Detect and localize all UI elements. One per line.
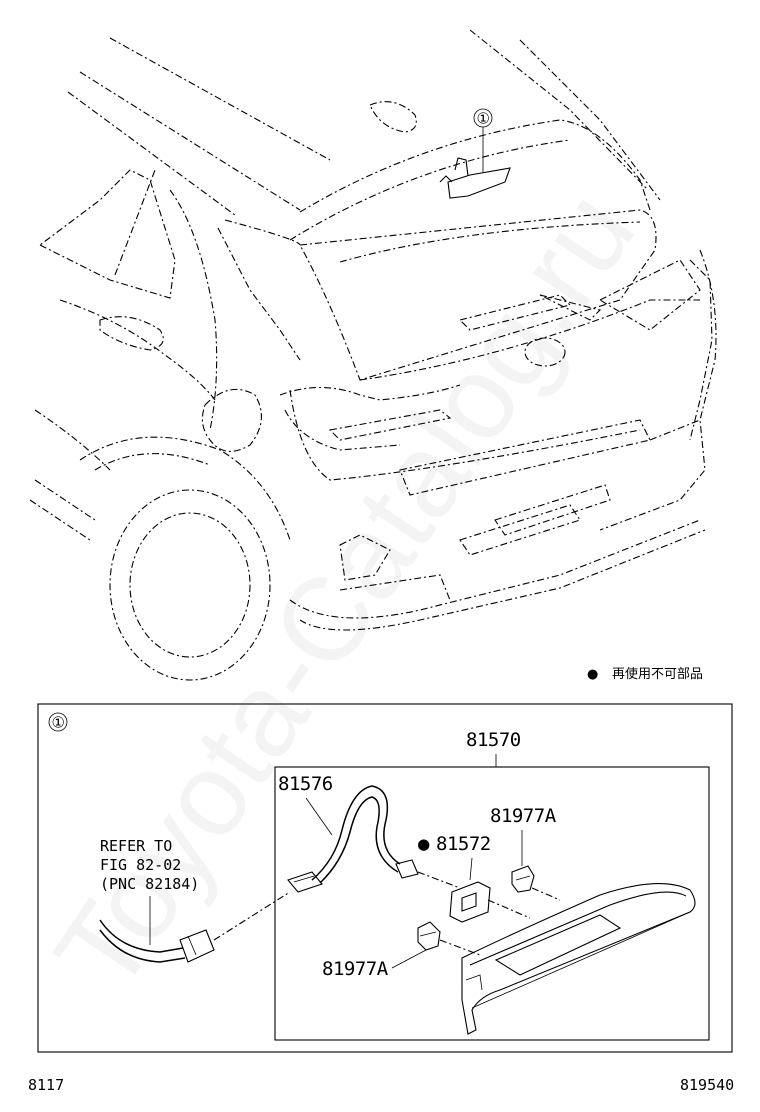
vehicle-callout: ① (473, 108, 493, 172)
refer-note-line-1: REFER TO (100, 837, 172, 855)
part-number-81977A-upper: 81977A (490, 805, 557, 827)
detail-panel: ① 81570 81576 REFER TO FIG 82-02 (PNC 82… (37, 703, 733, 1053)
part-number-81572: 81572 (436, 833, 491, 855)
stop-lamp (461, 883, 696, 1035)
legend-bullet: ● (587, 667, 598, 682)
gasket (449, 881, 491, 923)
vehicle-rear-illustration (29, 29, 717, 681)
legend-text: 再使用不可部品 (612, 666, 703, 682)
footer-right-code: 819540 (680, 1076, 734, 1094)
clip-lower (417, 921, 441, 951)
footer-left-code: 8117 (28, 1076, 64, 1094)
refer-note-line-2: FIG 82-02 (100, 856, 181, 874)
reusable-not-allowed-marker: ● (418, 833, 430, 855)
part-number-81570: 81570 (466, 729, 521, 751)
detail-circle-number: ① (52, 714, 65, 732)
part-number-81576: 81576 (278, 773, 333, 795)
refer-note-line-3: (PNC 82184) (100, 875, 199, 893)
assembly-box (274, 766, 710, 1041)
clip-upper (511, 865, 535, 893)
part-number-81977A-lower: 81977A (322, 958, 389, 980)
vehicle-callout-number: ① (477, 110, 490, 128)
legend: ● 再使用不可部品 (587, 666, 703, 682)
